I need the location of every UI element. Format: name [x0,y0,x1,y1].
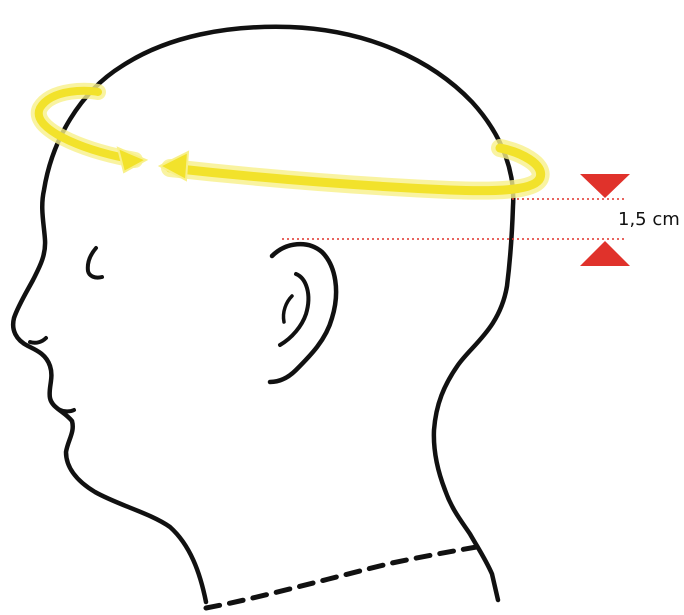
nose-detail [30,338,46,343]
marker-triangle-top [580,174,630,198]
marker-triangle-bottom [580,241,630,266]
measurement-label: 1,5 cm [618,209,680,230]
ear-outline [270,244,336,382]
head-outline [13,27,513,602]
measuring-band [39,91,541,191]
ear-inner-small [283,296,292,322]
mouth-line [58,409,74,411]
eye [88,248,102,278]
collar-dashed-line [206,546,482,608]
